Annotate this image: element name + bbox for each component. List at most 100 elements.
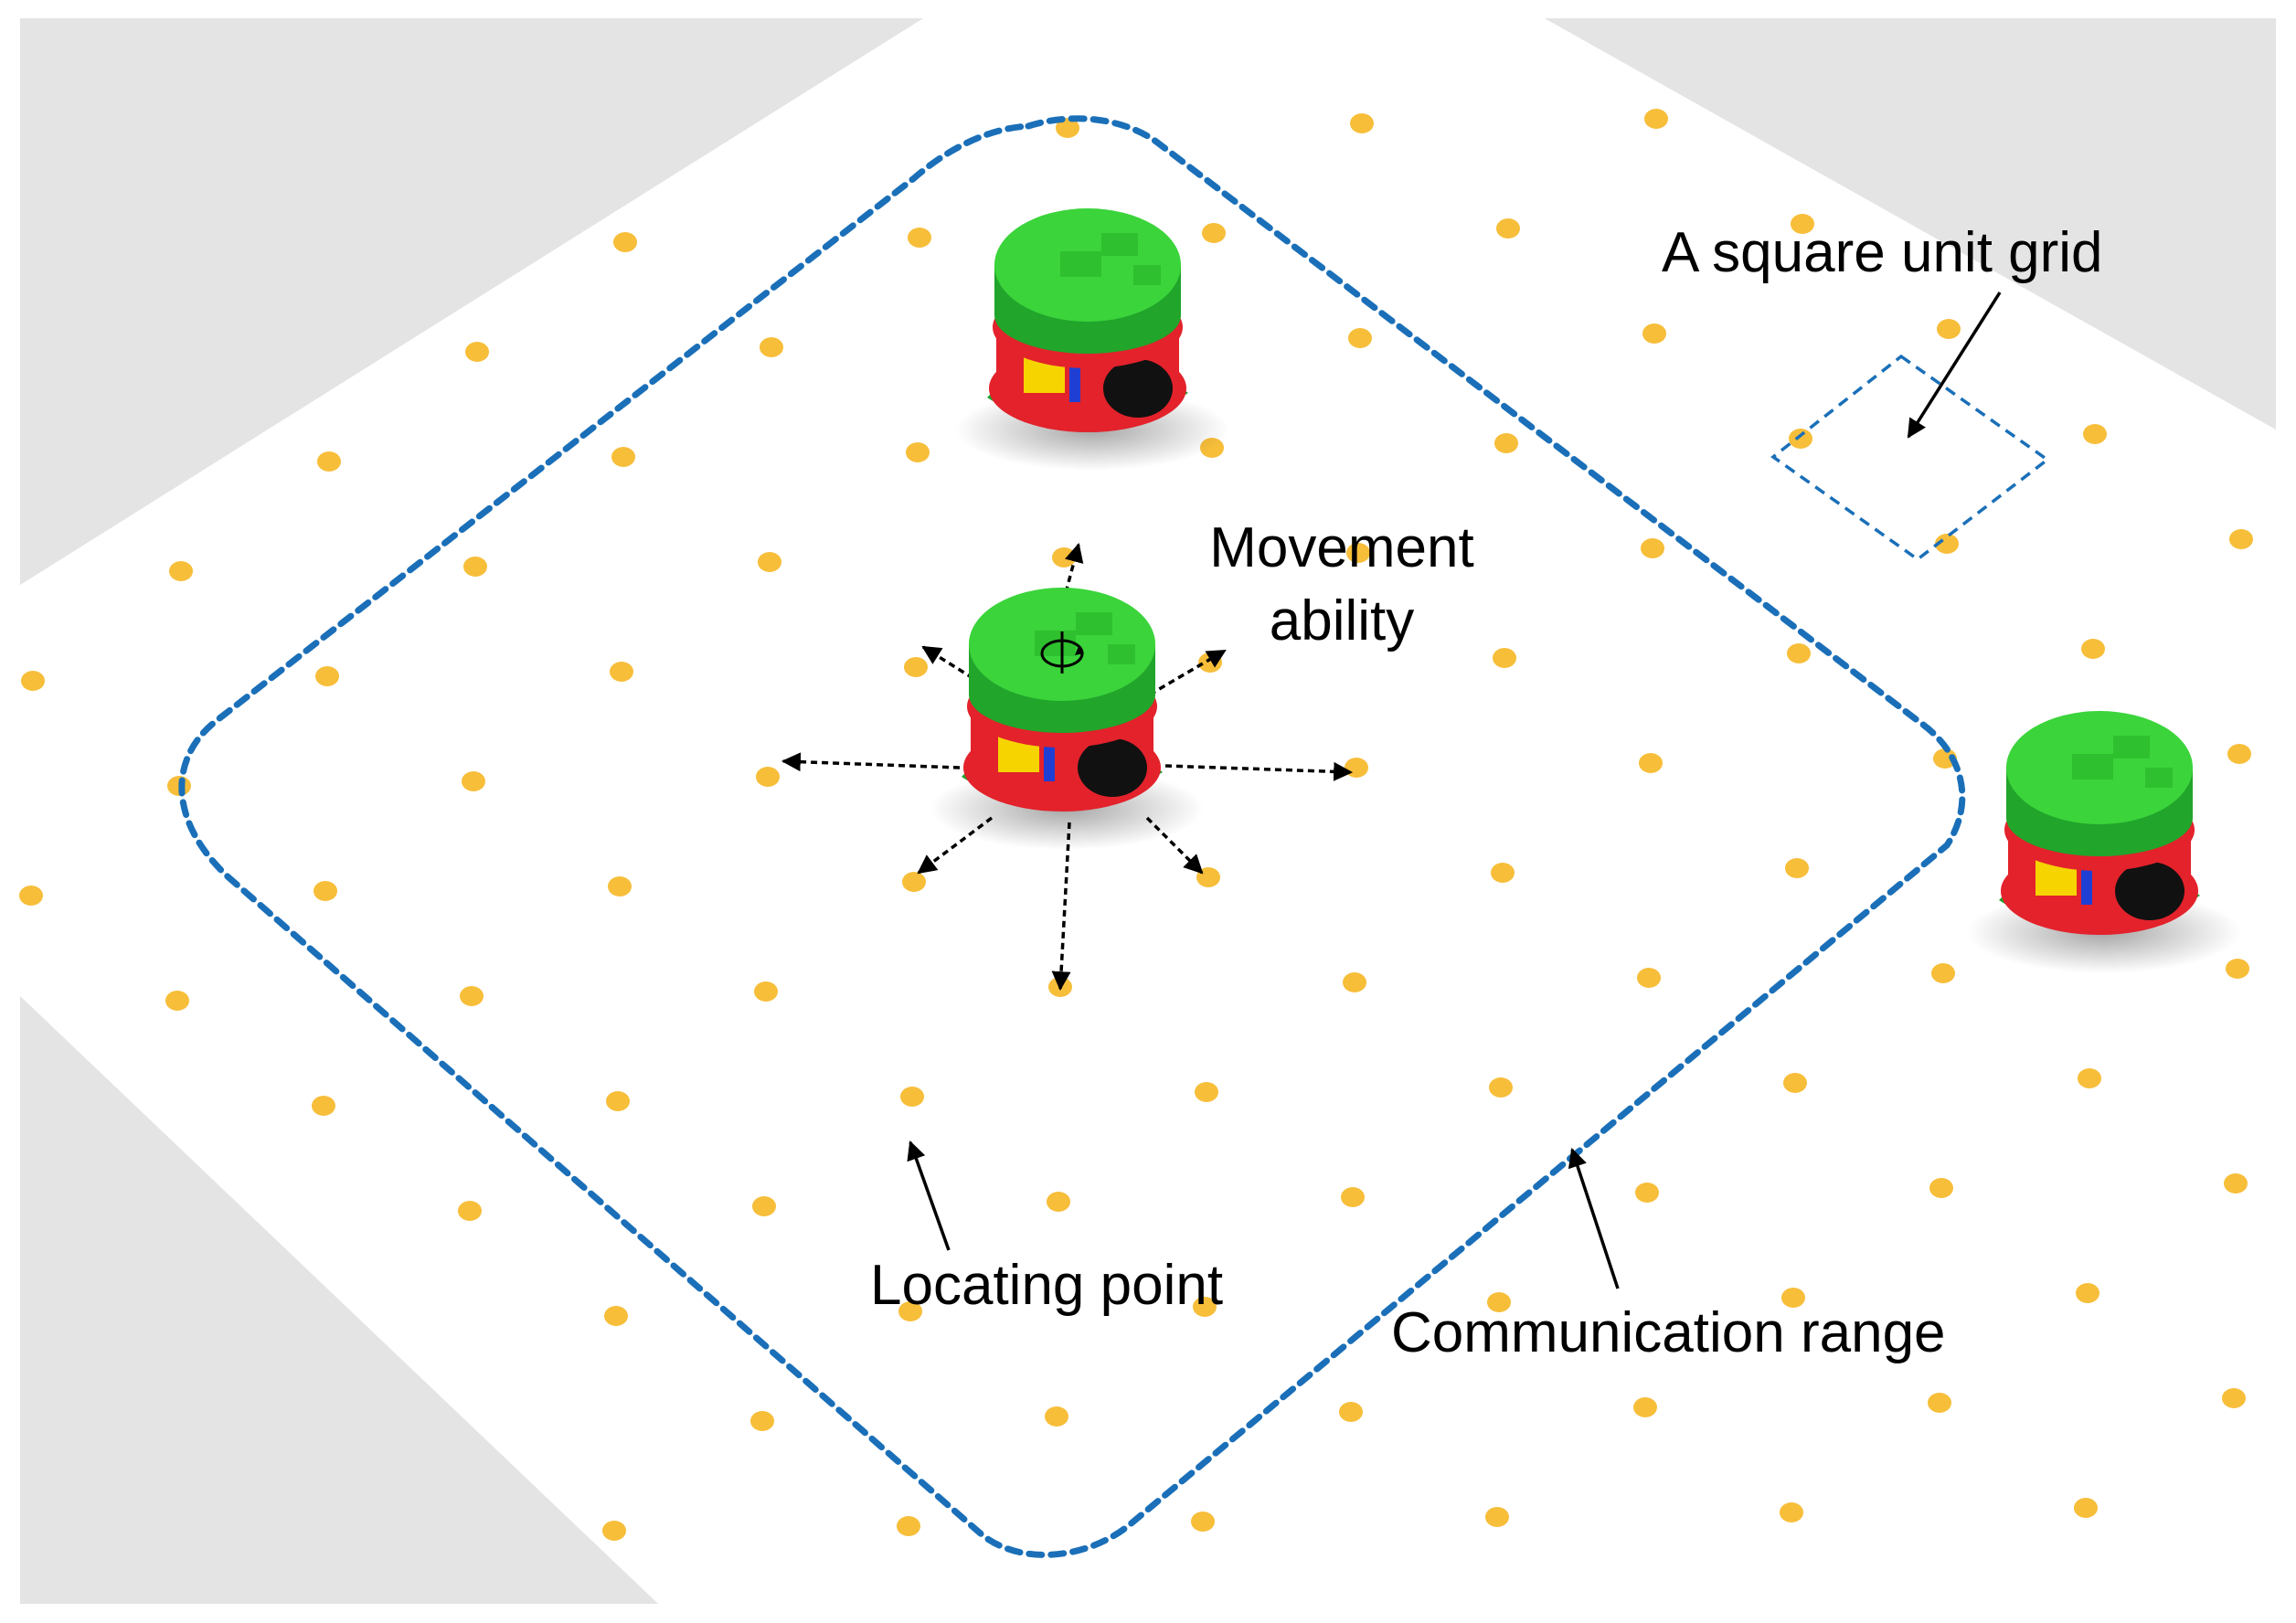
locating-point: [1196, 867, 1220, 887]
locating-point: [169, 561, 193, 581]
robot-wheel: [1103, 359, 1173, 418]
robot-chip: [1101, 233, 1138, 256]
locating-point: [1929, 1178, 1953, 1198]
locating-point: [1485, 1507, 1509, 1527]
locating-point: [898, 1301, 922, 1321]
robot-top: [955, 208, 1229, 471]
floor-shadow-left: [20, 18, 923, 585]
locating-point: [1644, 109, 1668, 129]
locating-point: [750, 1411, 774, 1431]
robot-center: [930, 588, 1204, 850]
locating-point: [1350, 113, 1374, 133]
locating-point: [1202, 223, 1226, 243]
locating-point: [1047, 1192, 1070, 1212]
locating-point: [2083, 424, 2107, 444]
movement-label-line1: Movement: [1209, 516, 1474, 579]
locating-point: [1933, 748, 1957, 769]
robot-chip: [1060, 251, 1101, 277]
locating-point-label: Locating point: [870, 1254, 1224, 1317]
locating-point: [1056, 118, 1079, 138]
locating-point: [1935, 534, 1959, 554]
locating-point: [2076, 1283, 2099, 1303]
locating-point: [1496, 218, 1520, 239]
communication-range-label: Communication range: [1391, 1301, 1946, 1364]
locating-point: [2224, 1173, 2248, 1193]
locating-point: [1928, 1393, 1951, 1413]
robot-chip: [1108, 644, 1135, 664]
arrow-right: [1164, 761, 1354, 781]
locating-point: [1931, 963, 1955, 983]
robot-chip: [2072, 754, 2113, 780]
locating-point: [758, 552, 781, 572]
robot-icon: [955, 208, 1229, 471]
locating-point: [1642, 324, 1666, 344]
locating-point: [604, 1306, 628, 1326]
locating-point: [752, 1196, 776, 1216]
locating-point: [1637, 968, 1661, 988]
locating-point: [462, 771, 485, 791]
locating-point: [165, 991, 189, 1011]
locating-point: [2074, 1498, 2098, 1518]
locating-point: [900, 1087, 924, 1107]
movement-ability-label: Movement ability: [1196, 512, 1488, 658]
communication-range-pointer: [1568, 1148, 1620, 1289]
locating-point: [2227, 744, 2251, 764]
robot-icon: [930, 588, 1204, 850]
robot-wheel: [2115, 862, 2184, 920]
locating-point: [458, 1201, 482, 1221]
locating-point: [1195, 1082, 1218, 1102]
locating-point: [1045, 1406, 1068, 1427]
locating-point: [1635, 1183, 1659, 1203]
rotation-icon: [1040, 631, 1084, 674]
locating-point: [460, 986, 484, 1006]
locating-point: [317, 451, 341, 472]
locating-point: [1491, 863, 1515, 883]
locating-point: [19, 886, 43, 906]
locating-point: [1633, 1397, 1657, 1417]
locating-point: [608, 876, 632, 896]
locating-point: [908, 228, 931, 248]
locating-point: [1346, 543, 1370, 563]
locating-point: [2226, 959, 2249, 979]
locating-point: [1489, 1077, 1513, 1098]
robot-chip: [1076, 612, 1112, 635]
robot-right: [1967, 711, 2241, 973]
locating-point: [611, 447, 635, 467]
locating-point: [902, 872, 926, 892]
locating-point: [1494, 433, 1518, 453]
locating-point: [465, 342, 489, 362]
square-unit-grid-pointer: [1907, 292, 2002, 439]
locating-point: [610, 662, 633, 682]
robot-icon: [1967, 711, 2241, 973]
locating-point: [906, 442, 930, 462]
arrow-up-right: [1149, 649, 1227, 696]
locating-point: [2229, 529, 2253, 549]
locating-point: [312, 1096, 335, 1116]
locating-point: [1191, 1512, 1215, 1532]
locating-point: [1937, 319, 1961, 339]
locating-point: [314, 881, 337, 901]
locating-point: [1348, 328, 1372, 348]
locating-point: [1787, 643, 1811, 663]
locating-point-pointer: [907, 1140, 951, 1251]
locating-point: [904, 657, 928, 677]
locating-point: [613, 232, 637, 252]
locating-point: [897, 1516, 920, 1536]
locating-point: [1791, 214, 1814, 234]
locating-point: [315, 666, 339, 686]
locating-point: [463, 557, 487, 577]
locating-point: [21, 671, 45, 691]
robot-chip: [2113, 736, 2150, 758]
locating-point: [1052, 547, 1076, 568]
locating-point: [2078, 1068, 2101, 1088]
floor-shadow-right: [1545, 18, 2276, 430]
locating-point: [1193, 1297, 1217, 1317]
locating-point: [1785, 858, 1809, 878]
locating-point: [1783, 1073, 1807, 1093]
locating-point: [1339, 1402, 1363, 1422]
locating-point: [754, 981, 778, 1002]
locating-point: [606, 1091, 630, 1111]
robot-chip: [2145, 768, 2173, 788]
square-unit-grid-label: A square unit grid: [1662, 221, 2103, 284]
